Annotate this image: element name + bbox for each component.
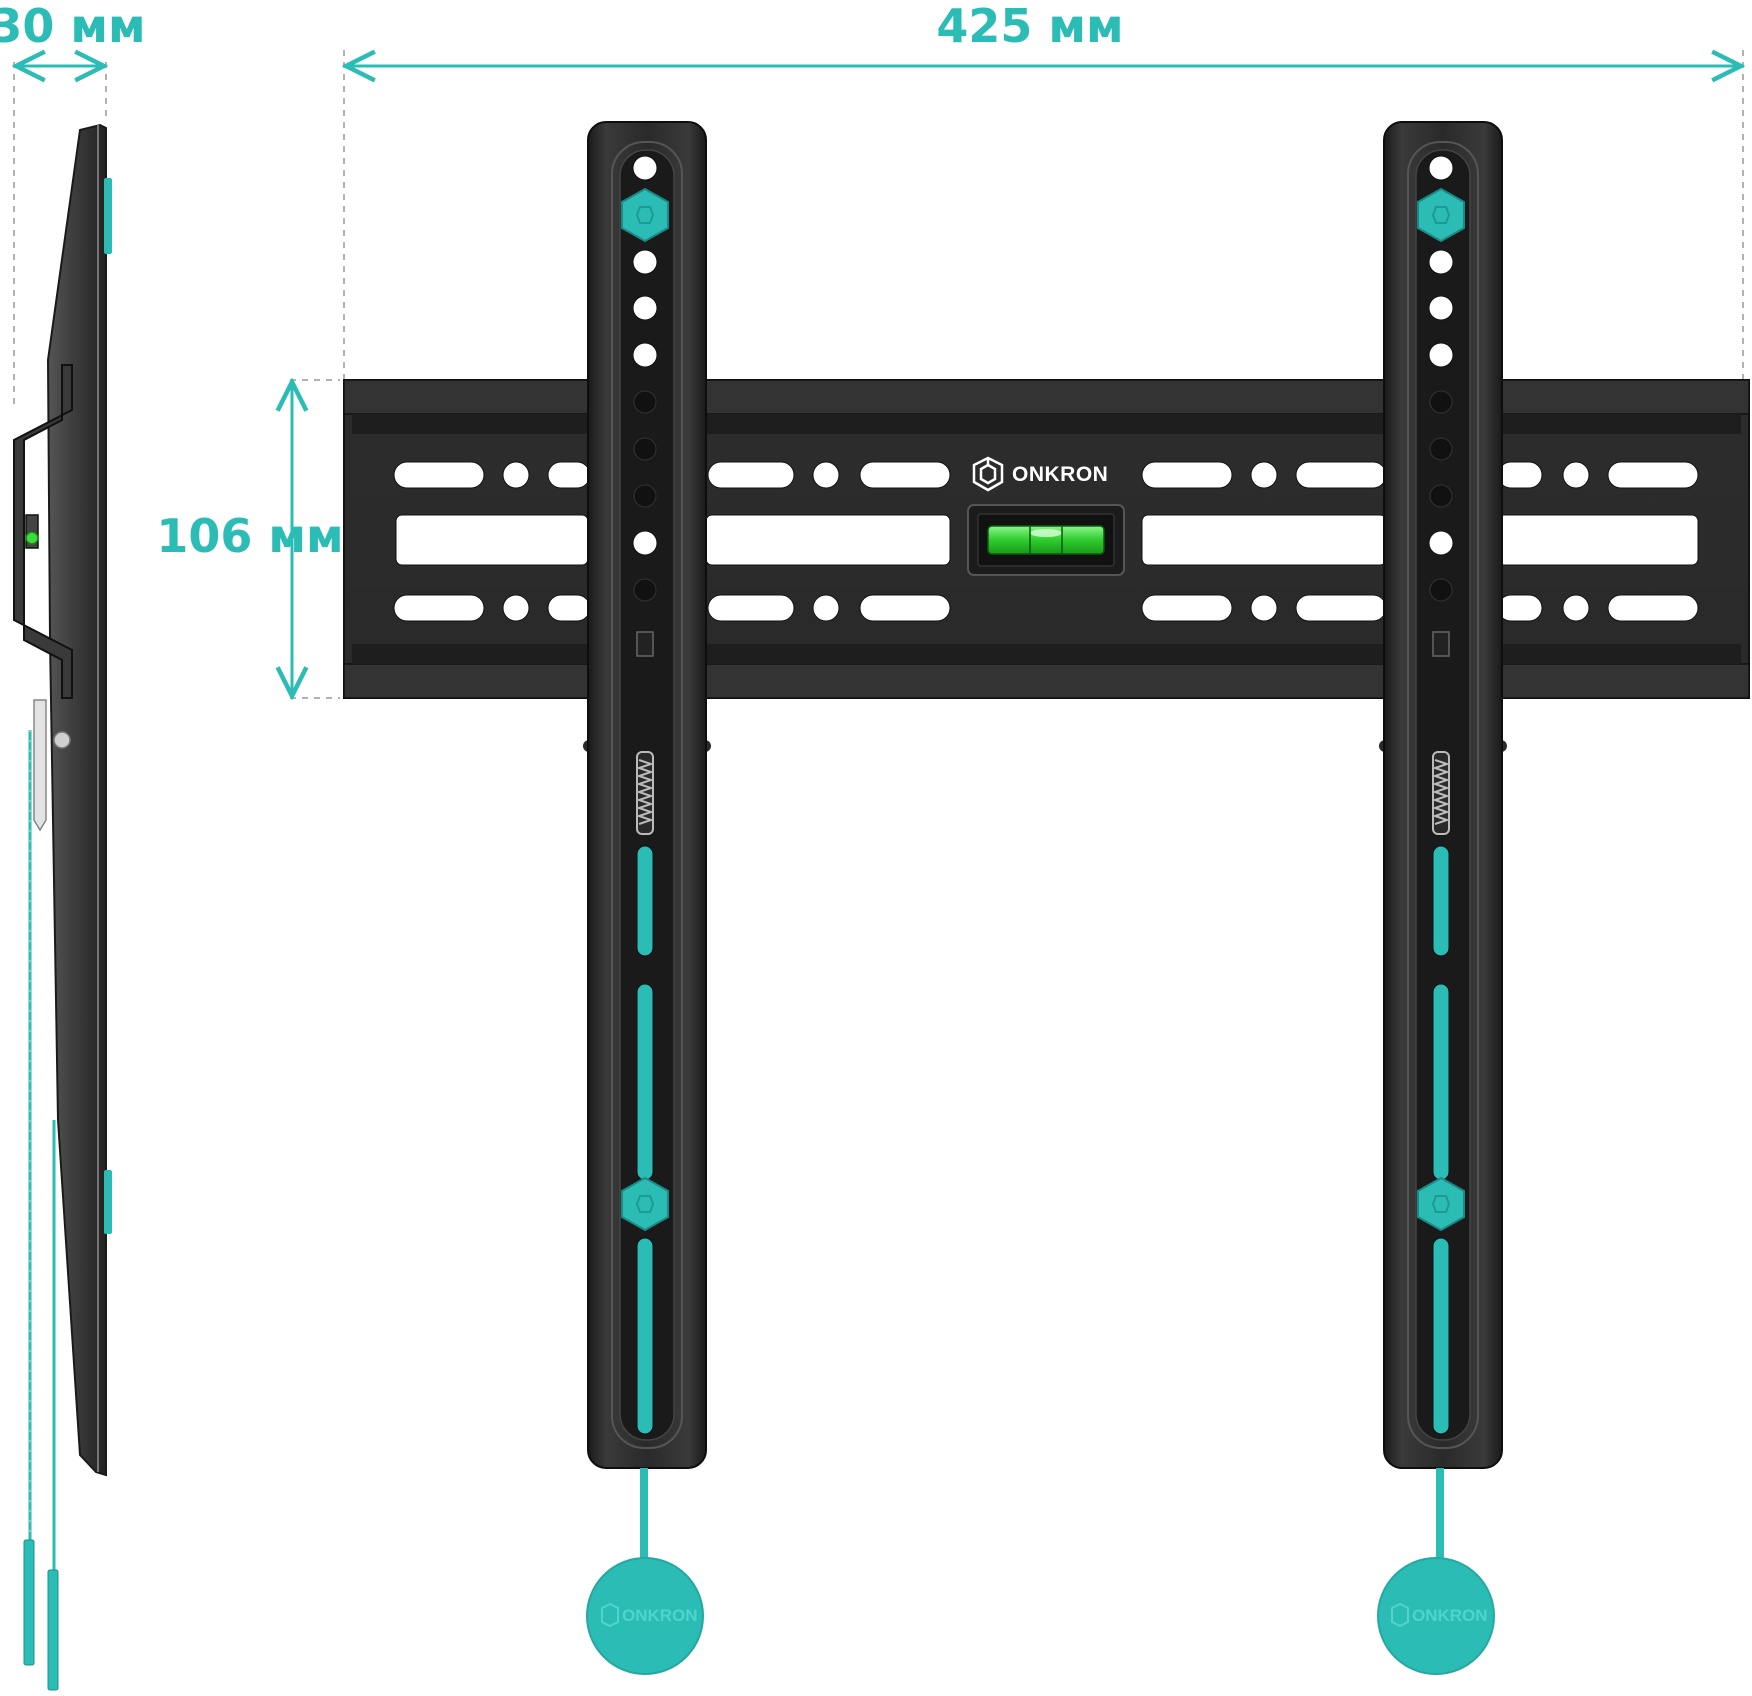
- svg-text:ONKRON: ONKRON: [622, 1606, 698, 1625]
- right-tv-arm: ONKRON: [1377, 121, 1507, 1675]
- svg-text:ONKRON: ONKRON: [1412, 1606, 1488, 1625]
- left-tv-arm: ONKRON: [583, 121, 711, 1675]
- bubble-level-icon: [967, 504, 1125, 576]
- depth-dimension-label: 30 мм: [0, 0, 146, 53]
- hex-bolt-icon: [1417, 1176, 1465, 1232]
- side-profile-view: [13, 123, 112, 1691]
- height-dimension-label: 106 мм: [156, 509, 343, 563]
- hex-bolt-icon: [621, 187, 669, 243]
- dimension-arrows: [16, 66, 1741, 696]
- wall-plate: ONKRON: [343, 379, 1750, 699]
- dimension-guides: [13, 50, 1744, 699]
- hex-bolt-icon: [621, 1176, 669, 1232]
- onkron-cube-logo-icon: [972, 456, 1004, 492]
- pull-tab-icon: ONKRON: [586, 1468, 704, 1675]
- brand-name-label: ONKRON: [1012, 463, 1108, 486]
- hex-bolt-icon: [1417, 187, 1465, 243]
- width-dimension-label: 425 мм: [936, 0, 1123, 53]
- pull-tab-icon: ONKRON: [1377, 1468, 1495, 1675]
